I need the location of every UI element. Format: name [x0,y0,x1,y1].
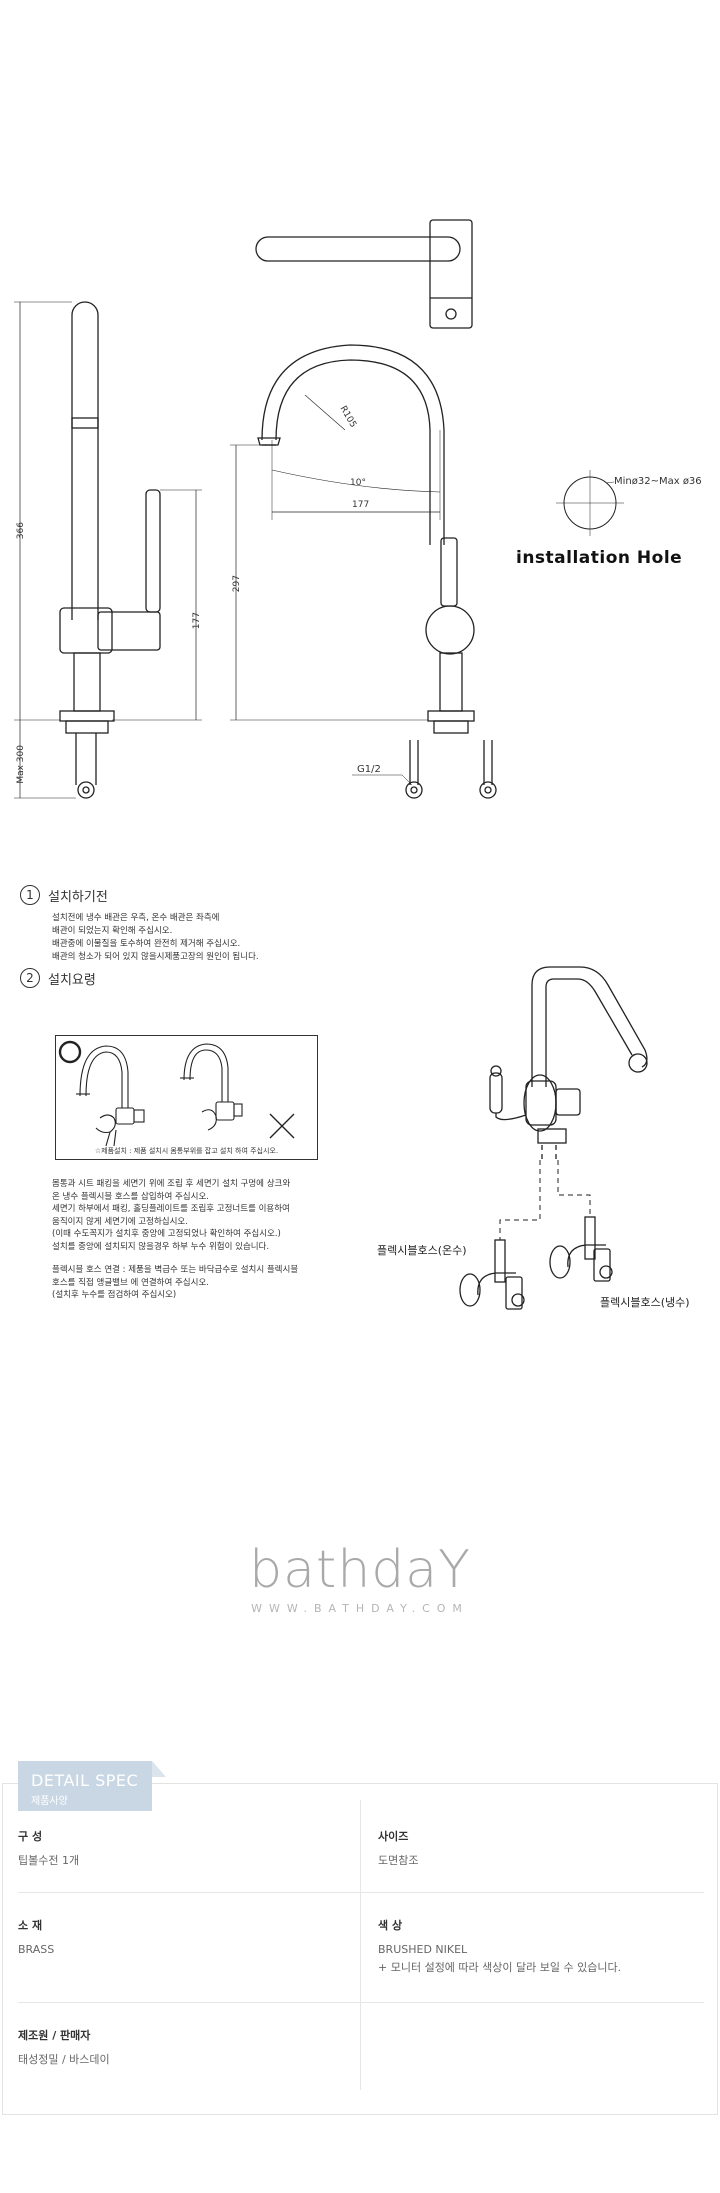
spec-label: 구 성 [18,1830,43,1843]
brand-logo: bathdaY WWW.BATHDAY.COM [0,1540,720,1615]
text-line: (설치후 누수를 점검하여 주십시오) [52,1290,177,1300]
spec-value: BRASS [18,1943,55,1956]
section-title: 설치요령 [48,972,96,988]
spec-divider [18,1892,704,1893]
dim-g12: G1/2 [357,764,381,775]
spec-label: 소 재 [18,1919,43,1932]
spec-tab-subtitle: 제품사양 [31,1796,68,1807]
install-text-a: 몸통과 시트 패킹을 세면기 위에 조립 후 세면기 설치 구멍에 상크와 온 … [52,1178,290,1253]
spec-divider [18,2002,704,2003]
spec-value: BRUSHED NIKEL [378,1943,468,1956]
spec-item-material: 소 재 BRASS [18,1917,54,1959]
detail-spec: DETAIL SPEC 제품사양 구 성 팁볼수전 1개 사이즈 도면참조 소 … [0,1755,720,2115]
text-line: 호스를 직접 앵글밸브 에 연결하여 주십시오. [52,1277,209,1288]
spec-item-composition: 구 성 팁볼수전 1개 [18,1828,79,1870]
spec-item-color: 색 상 BRUSHED NIKEL + 모니터 설정에 따라 색상이 달라 보일… [378,1917,621,1977]
top-view-spout [255,236,461,262]
text-line: 설치전에 냉수 배관은 우측, 온수 배관은 좌측에 [52,913,220,923]
box-caption: ☆제품설치 : 제품 설치시 몸통부위를 잡고 설치 하여 주십시오. [94,1147,279,1155]
logo-wordmark: bathdaY [249,1540,471,1600]
step-number: 2 [20,968,40,988]
spec-label: 색 상 [378,1919,403,1932]
hole-size-label: Minø32~Max ø36 [614,476,702,487]
technical-drawing [14,219,624,799]
install-illustration [58,1040,295,1147]
text-line: 몸통과 시트 패킹을 세면기 위에 조립 후 세면기 설치 구멍에 상크와 [52,1179,291,1189]
before-install-text: 설치전에 냉수 배관은 우측, 온수 배관은 좌측에 배관이 되었는지 확인해 … [52,912,259,964]
spec-value-group: BRUSHED NIKEL + 모니터 설정에 따라 색상이 달라 보일 수 있… [378,1941,621,1977]
spec-label: 제조원 / 판매자 [18,2029,91,2042]
spec-value: 태성정밀 / 바스데이 [18,2053,110,2066]
text-line: 온 냉수 플렉시블 호스를 삽입하여 주십시오. [52,1191,209,1202]
text-line: (이때 수도꼭지가 설치후 중앙에 고정되었나 확인하여 주십시오.) [52,1229,281,1239]
spec-item-manufacturer: 제조원 / 판매자 태성정밀 / 바스데이 [18,2027,110,2069]
spec-divider [360,1800,361,2090]
spec-item-size: 사이즈 도면참조 [378,1828,418,1870]
section-title: 설치하기전 [48,889,108,905]
dim-297: 297 [232,575,242,593]
text-line: 세면기 하부에서 패킹, 홀딩플레이트를 조립후 고정너트를 이용하여 [52,1204,290,1214]
text-line: 움직이지 않게 세면기에 고정하십시오. [52,1216,188,1227]
hose-hot-label: 플렉시블호스(온수) [377,1244,467,1257]
top-view-body [429,219,473,329]
spec-frame [2,1783,718,2115]
logo-url: WWW.BATHDAY.COM [251,1602,469,1615]
hose-cold-label: 플렉시블호스(냉수) [600,1296,690,1309]
installation-hole-title: installation Hole [516,548,683,568]
dim-177-front: 177 [352,500,370,510]
dim-177-side: 177 [192,612,202,630]
text-line: 플렉시블 호스 연결 : 제품을 벽급수 또는 바닥급수로 설치시 플렉시블 [52,1265,299,1275]
text-line: 배관의 청소가 되어 있지 않을시제품고장의 원인이 됩니다. [52,952,259,962]
dim-max300: Max 300 [16,745,26,784]
dim-366: 366 [16,522,26,540]
spec-tab-title: DETAIL SPEC [31,1771,139,1790]
spec-value: 팁볼수전 1개 [18,1854,80,1867]
hose-connection-drawing [459,966,648,1310]
install-text-b: 플렉시블 호스 연결 : 제품을 벽급수 또는 바닥급수로 설치시 플렉시블 호… [52,1264,298,1302]
install-diagram-box: ☆제품설치 : 제품 설치시 몸통부위를 잡고 설치 하여 주십시오. [55,1035,318,1160]
section-before-install: 1 설치하기전 [20,885,108,905]
section-install-guide: 2 설치요령 [20,968,96,988]
spec-value-note: + 모니터 설정에 따라 색상이 달라 보일 수 있습니다. [378,1961,622,1974]
front-handle-circle [425,605,475,655]
text-line: 배관이 되었는지 확인해 주십시오. [52,926,173,936]
spec-tab: DETAIL SPEC 제품사양 [18,1761,152,1811]
step-number: 1 [20,885,40,905]
spec-value: 도면참조 [378,1854,419,1867]
spec-tab-fold [152,1761,166,1777]
dim-10deg: 10° [350,478,366,488]
text-line: 설치를 중앙에 설치되지 않을경우 하부 누수 위험이 있습니다. [52,1241,270,1252]
text-line: 배관중에 이물질을 토수하여 완전히 제거해 주십시오. [52,939,241,949]
spec-label: 사이즈 [378,1830,409,1843]
